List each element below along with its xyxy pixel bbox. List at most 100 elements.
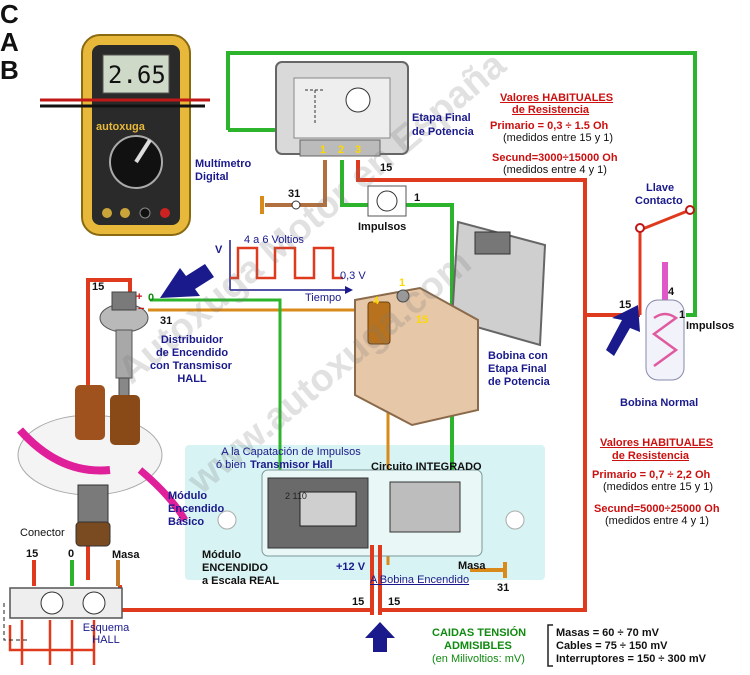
caidas-title-3: (en Milivoltios: mV) [432,653,525,665]
bottom-15-left: 15 [352,596,365,608]
ic-chip [299,491,357,527]
bottom-table-sec: Secund=5000÷25000 Oh [594,503,720,515]
arrow-c [160,264,214,298]
bobina-etapa-label-3: de Potencia [488,376,550,388]
bobina-tower [367,301,391,345]
caidas-row-cables: Cables = 75 ÷ 150 mV [556,640,668,652]
distrib-0: 0 [148,292,155,304]
distrib-15: 15 [92,281,105,293]
distrib-label-1: Distribuidor [160,334,224,346]
modulo-real [217,469,525,557]
red-15-wire-left [118,585,372,612]
bobina-normal-label: Bobina Normal [620,397,699,409]
top-table-prim-note: (medidos entre 15 y 1) [503,132,614,144]
hall-note-1: A la Capatación de Impulsos [221,446,361,458]
signal-voltage-text: 4 a 6 Voltios [244,234,304,246]
esquema-hall [3,560,123,665]
arrow-c-label: C [0,0,19,29]
modulo-real-3: a Escala REAL [202,575,280,587]
transistor-impulsos-icon [376,190,398,212]
distrib-label-2: de Encendido [155,347,229,359]
distrib-minus: − [138,303,145,315]
bobina-etapa-label-2: Etapa Final [488,363,547,375]
digital-label: Digital [195,171,229,183]
modulo-basico-3: Básico [168,516,205,528]
masa-31-label: 31 [497,582,510,594]
bobina-normal-t15: 15 [619,299,632,311]
pin-15-label: 15 [26,548,39,560]
distrib-31: 31 [160,315,173,327]
modulo-real-1: Módulo [202,549,242,561]
caidas-row-interruptores: Interruptores = 150 ÷ 300 mV [556,653,707,665]
bobina-normal-t4: 4 [668,286,675,298]
distrib-plus: + [136,291,143,303]
bottom-table-heading-1: Valores HABITUALES [600,437,714,449]
circuito-label: Circuito INTEGRADO [371,461,482,473]
signal-zero-label: 0,3 V [340,270,366,282]
bobina-etapa-t15: 15 [416,314,429,326]
etapa-pin-3: 3 [355,144,362,156]
square-wave [230,246,343,280]
esquema-label-1: Esquema [82,622,130,634]
etapa-label-1: Etapa Final [412,112,471,124]
modulo-real-2: ENCENDIDO [202,562,269,574]
caidas-title-2: ADMISIBLES [444,640,512,652]
top-table-heading-1: Valores HABITUALES [500,92,614,104]
hall-note-2: ó bien [216,459,246,471]
modulo-basico-1: Módulo [168,490,208,502]
caidas-row-masas: Masas = 60 ÷ 70 mV [556,627,659,639]
distrib-label-3: con Transmisor [150,360,232,372]
brown-31-wire [265,160,327,207]
arrow-b-label: B [0,55,19,85]
bottom-table-prim-note: (medidos entre 15 y 1) [603,481,714,493]
esquema-label-2: HALL [92,634,120,646]
llave-label-1: Llave [646,182,675,194]
meter-reading: 2.65 [108,61,166,89]
arrow-a-label: A [0,27,19,57]
green-impulse-wire-top [226,51,697,317]
top-table-sec: Secund=3000÷15000 Oh [492,152,618,164]
bobina-etapa-t1: 1 [399,277,406,289]
hv-cable [662,262,668,302]
bobina-etapa-t4: 4 [373,295,380,307]
connector-block [75,521,111,547]
signal-tiempo-label: Tiempo [305,292,342,304]
a-bobina-label: A Bobina Encendido [370,574,470,586]
multimetro-label: Multímetro [195,158,252,170]
bobina-etapa-label-1: Bobina con [488,350,548,362]
conector-label: Conector [20,527,65,539]
top-table-heading-2: de Resistencia [512,104,590,116]
plus12-label: +12 V [336,561,366,573]
key-contact [635,223,645,233]
etapa-wire-31: 31 [288,188,301,200]
top-table-prim: Primario = 0,3 ÷ 1.5 Oh [490,120,609,132]
etapa-wire-1: 1 [414,192,421,204]
red-15-wire-right [356,160,587,612]
bobina-normal-t1: 1 [679,309,686,321]
bottom-table-heading-2: de Resistencia [612,450,690,462]
hall-sensor-icon [40,591,64,615]
green-hall-wire [150,298,282,545]
bottom-table-prim: Primario = 0,7 ÷ 2,2 Oh [592,469,711,481]
impulsos-label: Impulsos [358,221,407,233]
transistor-icon [345,87,371,113]
top-table-sec-note: (medidos entre 4 y 1) [503,164,607,176]
modulo-basico-2: Encendido [168,503,225,515]
etapa-wire-15: 15 [380,162,393,174]
llave-label-2: Contacto [635,195,683,207]
distrib-label-4: HALL [177,373,207,385]
signal-waveform [229,240,353,294]
bobina-normal [645,262,685,381]
multimeter [40,34,210,236]
hall-note-2b: Transmisor Hall [250,459,333,471]
caidas-bracket [547,624,553,667]
bobina-etapa [354,220,547,427]
arrow-b [365,622,395,652]
meter-brand: autoxuga [96,121,145,133]
distributor [99,291,149,399]
pin-masa-label: Masa [112,549,140,561]
caidas-title-1: CAIDAS TENSIÓN [432,627,527,639]
meter-display [102,54,170,94]
etapa-label-2: de Potencia [412,126,474,138]
